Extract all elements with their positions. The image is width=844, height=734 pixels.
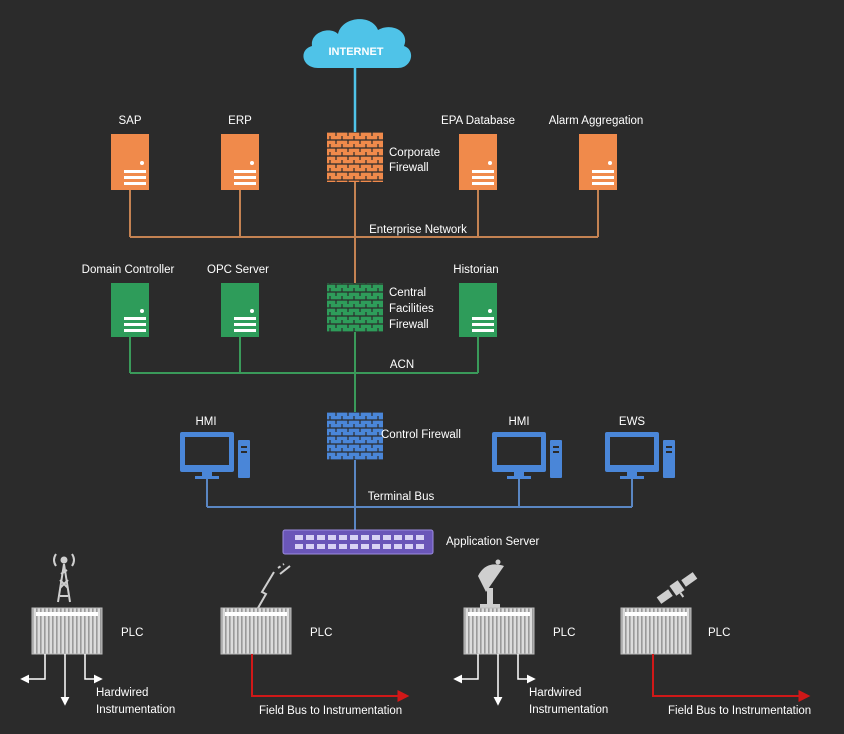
- fieldbus-instrumentation-label: Field Bus to Instrumentation: [668, 705, 812, 717]
- ews-workstation-icon: [605, 432, 675, 479]
- control-firewall-icon: [327, 412, 383, 460]
- plc-unit: [463, 607, 535, 655]
- application-server-label: Application Server: [446, 536, 540, 548]
- terminal-bus-label: Terminal Bus: [367, 491, 435, 503]
- opc-server-label: OPC Server: [207, 264, 269, 276]
- satellite-icon: [656, 572, 698, 604]
- hmi-label: HMI: [508, 416, 530, 428]
- domain-controller-label: Domain Controller: [81, 264, 175, 276]
- central-facilities-firewall-label-line2: Facilities: [389, 303, 434, 315]
- plc-unit: [220, 607, 292, 655]
- hardwired-instrumentation-label-line2: Instrumentation: [96, 704, 176, 716]
- hmi-label: HMI: [195, 416, 217, 428]
- hmi-workstation-icon: [492, 432, 562, 479]
- historian-label: Historian: [453, 264, 499, 276]
- plc-unit: [31, 607, 103, 655]
- plc-unit: [620, 607, 692, 655]
- internet-label: INTERNET: [329, 46, 384, 58]
- fieldbus-instrumentation-label: Field Bus to Instrumentation: [259, 705, 403, 717]
- plc-label: PLC: [708, 627, 731, 639]
- fieldbus-output-arrow: [652, 654, 811, 702]
- epa-database-label: EPA Database: [441, 115, 515, 127]
- sap-label: SAP: [118, 115, 142, 127]
- opc-server-icon: [221, 283, 259, 337]
- terminal-bus-lines: [206, 460, 633, 530]
- erp-server-icon: [221, 134, 259, 190]
- epa-database-server-icon: [459, 134, 497, 190]
- acn-label: ACN: [389, 359, 415, 371]
- radio-tower-icon: [53, 553, 75, 603]
- enterprise-network-label: Enterprise Network: [369, 224, 467, 236]
- historian-server-icon: [459, 283, 497, 337]
- acn-lines: [129, 332, 479, 412]
- fieldbus-output-arrow: [251, 654, 410, 702]
- central-facilities-firewall-icon: [327, 283, 383, 332]
- plc-label: PLC: [310, 627, 333, 639]
- plc-label: PLC: [553, 627, 576, 639]
- corporate-firewall-label-line2: Firewall: [389, 162, 429, 174]
- corporate-firewall-label-line1: Corporate: [389, 147, 441, 159]
- control-firewall-label: Control Firewall: [381, 429, 461, 441]
- enterprise-network-lines: [129, 182, 599, 283]
- hardwired-instrumentation-label-line1: Hardwired: [529, 687, 582, 699]
- satellite-dish-icon: [478, 559, 504, 608]
- sap-server-icon: [111, 134, 149, 190]
- domain-controller-server-icon: [111, 283, 149, 337]
- ews-label: EWS: [618, 416, 646, 428]
- hardwired-instrumentation-label-line2: Instrumentation: [529, 704, 609, 716]
- central-facilities-firewall-label-line1: Central: [389, 287, 427, 299]
- wireless-signal-icon: [257, 563, 291, 609]
- hardwired-output-arrows: [453, 654, 536, 706]
- corporate-firewall-icon: [327, 132, 383, 182]
- plc-label: PLC: [121, 627, 144, 639]
- alarm-aggregation-label: Alarm Aggregation: [548, 115, 644, 127]
- hardwired-instrumentation-label-line1: Hardwired: [96, 687, 149, 699]
- alarm-aggregation-server-icon: [579, 134, 617, 190]
- application-server-icon: [282, 529, 434, 555]
- hmi-workstation-icon: [180, 432, 250, 479]
- central-facilities-firewall-label-line3: Firewall: [389, 319, 429, 331]
- internet-cloud-icon: [303, 19, 412, 68]
- hardwired-output-arrows: [20, 654, 103, 706]
- erp-label: ERP: [228, 115, 252, 127]
